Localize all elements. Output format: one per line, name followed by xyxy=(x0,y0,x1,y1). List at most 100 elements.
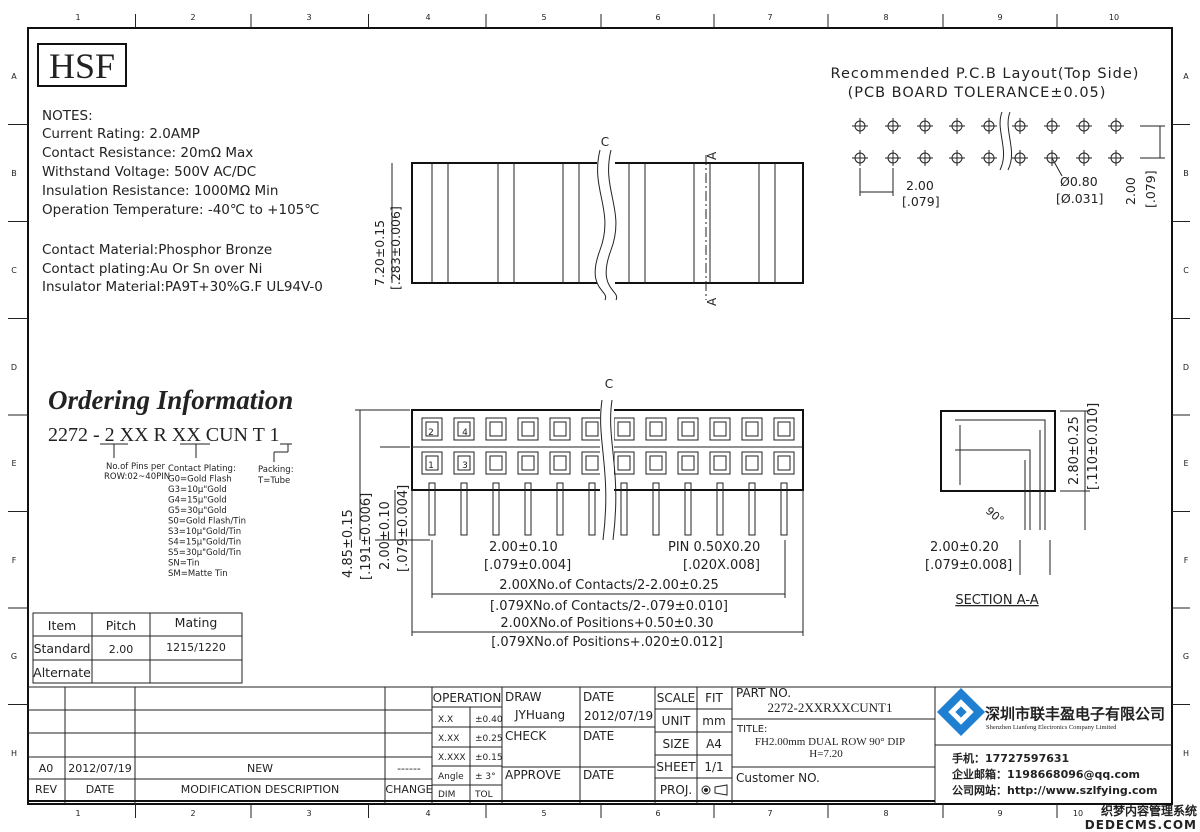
cavity-inner xyxy=(713,455,727,471)
pins-label: ROW:02~40PIN xyxy=(104,472,170,482)
proj-symbol-icon xyxy=(701,784,728,796)
company-website[interactable]: 公司网站：http://www.szlfying.com xyxy=(952,783,1158,797)
pin xyxy=(716,482,724,536)
break-line xyxy=(610,399,617,541)
dim: 2.00 xyxy=(1123,177,1138,205)
spec-label: UNIT xyxy=(662,714,691,728)
plating-option: SN=Tin xyxy=(168,559,200,569)
pcb-dim-lines xyxy=(859,125,1165,196)
plating-option: SM=Matte Tin xyxy=(168,569,228,579)
label: PART NO. xyxy=(736,686,791,700)
packing-label: T=Tube xyxy=(257,476,290,486)
plating-option: S4=15μ"Gold/Tin xyxy=(168,538,241,548)
label: DATE xyxy=(583,729,614,743)
tol-value: ±0.25 xyxy=(475,734,503,744)
pin xyxy=(684,482,692,536)
dim: 2.00±0.10 xyxy=(378,501,393,570)
break-line xyxy=(999,111,1004,171)
cavity-inner xyxy=(617,455,631,471)
header-item: Item xyxy=(48,618,76,633)
part-title: H=7.20 xyxy=(809,748,843,760)
tol-value: ± 3° xyxy=(475,772,496,782)
pin xyxy=(492,482,500,536)
contact-cavity xyxy=(709,451,731,475)
tol-dim: Angle xyxy=(438,772,464,782)
column-label: 5 xyxy=(541,809,546,818)
column-label: 8 xyxy=(883,13,888,22)
contact-cavity xyxy=(613,451,635,475)
pcb-subtitle: (PCB BOARD TOLERANCE±0.05) xyxy=(848,85,1107,101)
ordering-legend: No.of Pins per ROW:02~40PIN Contact Plat… xyxy=(104,462,294,579)
ordering-leaders xyxy=(100,443,292,462)
label: CHECK xyxy=(505,729,547,743)
cavity-inner xyxy=(489,455,503,471)
contact-cavity xyxy=(645,417,667,441)
dim: 2.00XNo.of Positions+0.50±0.30 xyxy=(500,616,713,631)
column-label: 1 xyxy=(75,13,80,22)
pin xyxy=(588,482,596,536)
spec-label: SIZE xyxy=(663,737,690,751)
dim: [.079XNo.of Contacts/2-.079±0.010] xyxy=(490,599,728,614)
front-view: C 2 4 1 3 4.85±0.15 [.191±0.006] 2.00±0.… xyxy=(341,377,804,650)
header: REV xyxy=(35,783,58,796)
cavity-inner xyxy=(617,421,631,437)
row-label: E xyxy=(1183,459,1188,468)
section-marker: A xyxy=(705,151,719,160)
spec-value: mm xyxy=(702,714,725,728)
row-label: H xyxy=(11,749,17,758)
dim: [.020X.008] xyxy=(683,558,760,573)
tol-dim: X.XXX xyxy=(438,753,466,763)
cavity-inner xyxy=(745,421,759,437)
cavity-inner xyxy=(585,421,599,437)
tol-value: ±0.40 xyxy=(475,715,503,725)
contact-cavity xyxy=(581,417,603,441)
material-line: Insulator Material:PA9T+30%G.F UL94V-0 xyxy=(42,279,323,295)
tol-value: TOL xyxy=(474,790,493,800)
pcb-hole-grid xyxy=(852,111,1124,171)
plating-option: S0=Gold Flash/Tin xyxy=(168,517,246,527)
cavity-inner xyxy=(713,421,727,437)
pcb-title: Recommended P.C.B Layout(Top Side) xyxy=(831,66,1140,82)
cavity-inner xyxy=(649,421,663,437)
tolerance-table: OPERATION X.X±0.40X.XX±0.25X.XXX±0.15Ang… xyxy=(433,691,503,800)
tol-dim: X.XX xyxy=(438,734,459,744)
contact-cavity xyxy=(613,417,635,441)
watermark: 织梦内容管理系统 DEDECMS.COM xyxy=(1085,803,1197,832)
row-label: F xyxy=(12,556,17,565)
break-line xyxy=(600,399,607,541)
column-label: 10 xyxy=(1109,13,1119,22)
cell: 1215/1220 xyxy=(166,641,226,654)
watermark-text: 织梦内容管理系统 xyxy=(1101,803,1197,818)
rev-date: 2012/07/19 xyxy=(68,762,131,775)
contact-cavity xyxy=(485,417,507,441)
dim: [.079±0.004] xyxy=(396,485,411,572)
dim: 4.85±0.15 xyxy=(341,509,356,578)
row-label: C xyxy=(1183,266,1189,275)
contact-cavity xyxy=(549,451,571,475)
plating-option: G5=30μ"Gold xyxy=(168,506,227,516)
header-mating: Mating xyxy=(175,615,218,630)
contact-cavity xyxy=(517,451,539,475)
header-pitch: Pitch xyxy=(106,618,136,633)
pin-number: 4 xyxy=(462,428,468,438)
column-label: 9 xyxy=(997,13,1002,22)
dim: [.079XNo.of Positions+.020±0.012] xyxy=(491,635,723,650)
row-label: E xyxy=(11,459,16,468)
watermark-text: DEDECMS.COM xyxy=(1085,818,1197,832)
contact-cavity xyxy=(517,417,539,441)
dim: 2.00±0.10 xyxy=(489,540,558,555)
column-label: 9 xyxy=(997,809,1002,818)
dim: 2.00 xyxy=(906,178,934,193)
column-label: 3 xyxy=(306,13,311,22)
row-label: G xyxy=(11,652,17,661)
pin xyxy=(524,482,532,536)
plating-option: G4=15μ"Gold xyxy=(168,496,227,506)
approval-block: DRAW JYHuang DATE 2012/07/19 CHECK DATE … xyxy=(505,690,653,782)
company-block: 深圳市联丰盈电子有限公司 Shenzhen Lianfeng Electroni… xyxy=(936,687,1165,797)
cell: Standard xyxy=(34,641,91,656)
column-label: 7 xyxy=(767,13,772,22)
dim: [.110±0.010] xyxy=(1086,403,1101,490)
column-label: 2 xyxy=(190,809,195,818)
pin xyxy=(652,482,660,536)
